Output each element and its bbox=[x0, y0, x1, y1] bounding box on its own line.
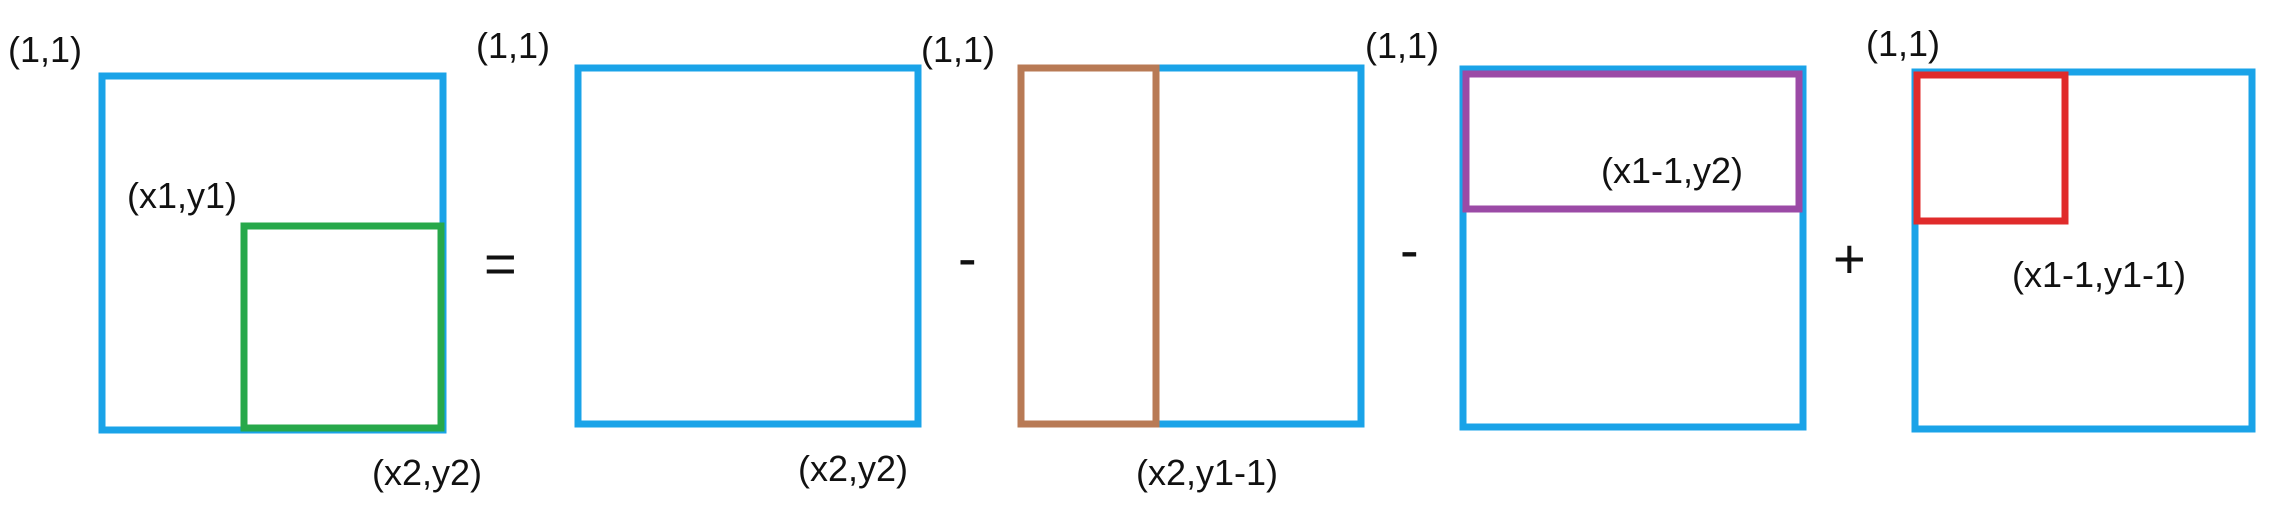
panel-4-outer-rect bbox=[1459, 65, 1807, 431]
operator-equals: = bbox=[484, 232, 517, 295]
panel-4-inner-label: (x1-1,y2) bbox=[1601, 150, 1743, 191]
operator-plus: + bbox=[1833, 227, 1866, 290]
panel-4: (1,1) (x1-1,y2) bbox=[1365, 25, 1807, 431]
panel-1-top-left-label: (1,1) bbox=[8, 29, 82, 70]
panel-5: (1,1) (x1-1,y1-1) bbox=[1866, 23, 2256, 433]
panel-2: (1,1) (x2,y2) bbox=[476, 25, 922, 489]
panel-4-purple-rect bbox=[1462, 70, 1803, 213]
panel-2-outer-rect bbox=[574, 64, 922, 428]
operator-minus-2: - bbox=[1400, 218, 1419, 281]
panel-1-outer-rect bbox=[98, 72, 447, 434]
panel-3-outer-rect bbox=[1017, 64, 1365, 428]
panel-1-green-rect bbox=[240, 222, 445, 432]
panel-3-brown-rect bbox=[1017, 64, 1160, 428]
panel-5-outer-rect bbox=[1911, 68, 2256, 433]
panel-3-corner-label: (x2,y1-1) bbox=[1136, 452, 1278, 493]
panel-5-top-left-label: (1,1) bbox=[1866, 23, 1940, 64]
panel-5-inner-label: (x1-1,y1-1) bbox=[2012, 254, 2186, 295]
panel-4-top-left-label: (1,1) bbox=[1365, 25, 1439, 66]
panel-2-top-left-label: (1,1) bbox=[476, 25, 550, 66]
panel-3-top-left-label: (1,1) bbox=[921, 29, 995, 70]
panel-2-corner-label: (x2,y2) bbox=[798, 448, 908, 489]
panel-1: (1,1) (x1,y1) (x2,y2) bbox=[8, 29, 482, 493]
operator-minus-1: - bbox=[958, 226, 977, 289]
panel-5-red-rect bbox=[1913, 71, 2069, 225]
panel-1-inner-label: (x1,y1) bbox=[127, 175, 237, 216]
panel-3: (1,1) (x2,y1-1) bbox=[921, 29, 1365, 493]
panel-1-corner-label: (x2,y2) bbox=[372, 452, 482, 493]
